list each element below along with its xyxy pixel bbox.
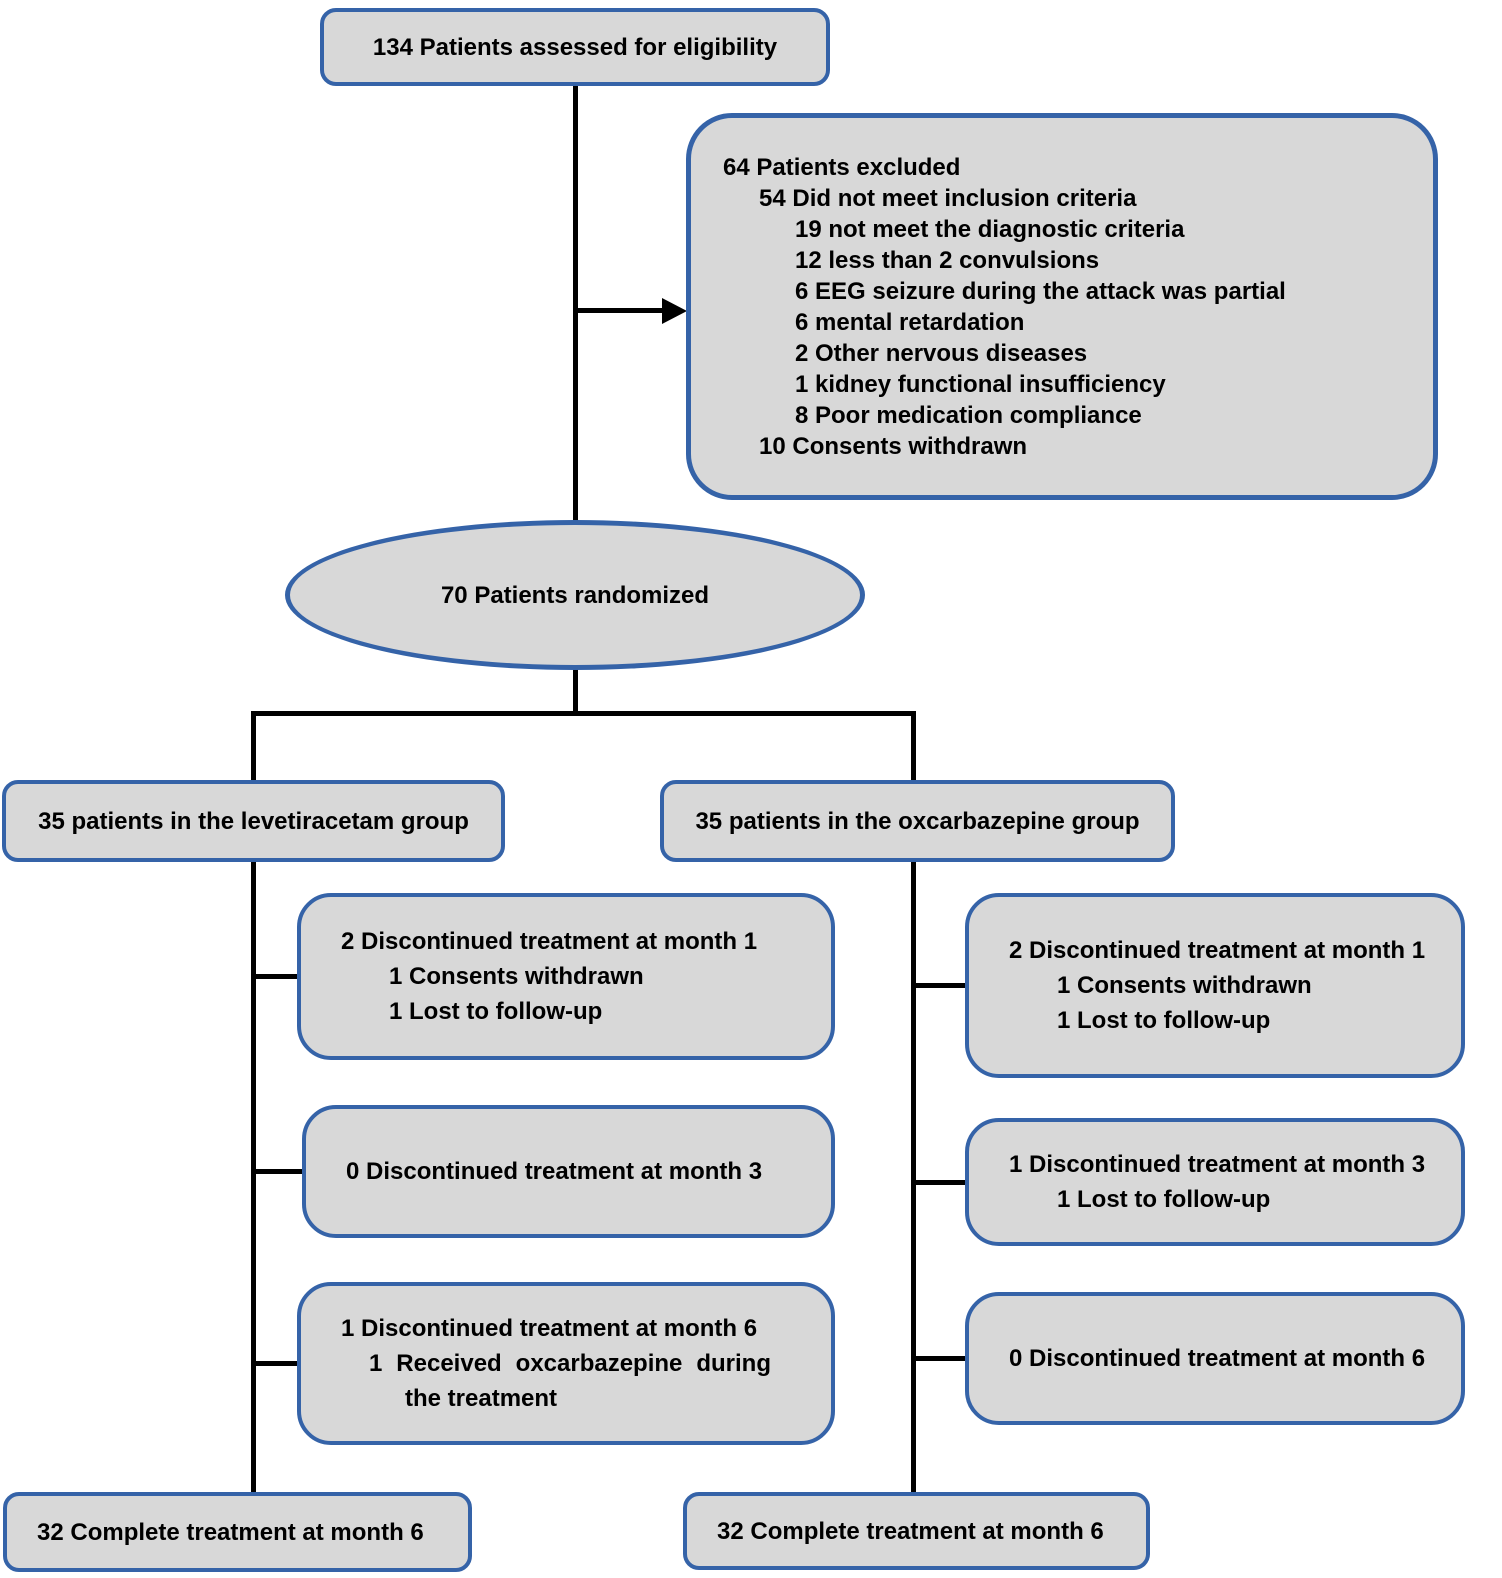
node-levetiracetam-group-label: 35 patients in the levetiracetam group [38, 807, 469, 835]
excluded-line: 64 Patients excluded [723, 153, 961, 181]
node-levetiracetam-month1: 2 Discontinued treatment at month 1 1 Co… [297, 893, 835, 1060]
discontinued-line: 1 Discontinued treatment at month 3 [1009, 1151, 1426, 1178]
discontinued-line: 0 Discontinued treatment at month 3 [346, 1158, 763, 1185]
connector-right-column [911, 860, 916, 1494]
node-randomized: 70 Patients randomized [285, 520, 865, 670]
node-oxcarbazepine-group-label: 35 patients in the oxcarbazepine group [695, 807, 1140, 835]
node-levetiracetam-complete-label: 32 Complete treatment at month 6 [37, 1518, 424, 1546]
node-levetiracetam-complete: 32 Complete treatment at month 6 [3, 1492, 472, 1572]
node-eligibility: 134 Patients assessed for eligibility [320, 8, 830, 86]
node-oxcarbazepine-month6: 0 Discontinued treatment at month 6 [965, 1292, 1465, 1425]
node-oxcarbazepine-month3: 1 Discontinued treatment at month 3 1 Lo… [965, 1118, 1465, 1246]
connector-branch-left-drop [251, 711, 256, 783]
discontinued-line: 1 Lost to follow-up [1057, 1007, 1271, 1034]
node-oxcarbazepine-complete-label: 32 Complete treatment at month 6 [717, 1517, 1104, 1545]
connector-right-month1-stub [913, 983, 969, 988]
connector-branch-right-drop [911, 711, 916, 783]
excluded-line: 19 not meet the diagnostic criteria [795, 215, 1185, 243]
discontinued-line: 2 Discontinued treatment at month 1 [1009, 937, 1426, 964]
connector-right-month3-stub [913, 1180, 969, 1185]
excluded-line: 10 Consents withdrawn [759, 432, 1028, 460]
excluded-line: 1 kidney functional insufficiency [795, 370, 1166, 398]
connector-left-month3-stub [253, 1169, 306, 1174]
excluded-line: 12 less than 2 convulsions [795, 246, 1100, 274]
discontinued-line: 1 Lost to follow-up [1057, 1186, 1271, 1213]
excluded-line: 54 Did not meet inclusion criteria [759, 184, 1137, 212]
excluded-line: 6 mental retardation [795, 308, 1025, 336]
connector-left-month1-stub [253, 974, 301, 979]
excluded-line: 6 EEG seizure during the attack was part… [795, 277, 1286, 305]
connector-left-column [251, 860, 256, 1494]
connector-randomized-to-branch [573, 668, 578, 714]
node-levetiracetam-month6: 1 Discontinued treatment at month 6 1 Re… [297, 1282, 835, 1445]
discontinued-line: 2 Discontinued treatment at month 1 [341, 928, 758, 955]
connector-to-excluded [575, 308, 665, 313]
arrowhead-excluded-icon [662, 298, 687, 324]
connector-right-month6-stub [913, 1356, 969, 1361]
node-eligibility-label: 134 Patients assessed for eligibility [372, 33, 778, 61]
node-randomized-label: 70 Patients randomized [440, 581, 710, 609]
discontinued-line: 1 Consents withdrawn [389, 963, 644, 990]
node-levetiracetam-group: 35 patients in the levetiracetam group [2, 780, 505, 862]
connector-left-month6-stub [253, 1361, 301, 1366]
connector-branch-horizontal [251, 711, 916, 716]
node-oxcarbazepine-complete: 32 Complete treatment at month 6 [683, 1492, 1150, 1570]
connector-eligibility-to-randomized [573, 85, 578, 522]
node-oxcarbazepine-month1: 2 Discontinued treatment at month 1 1 Co… [965, 893, 1465, 1078]
excluded-line: 2 Other nervous diseases [795, 339, 1088, 367]
discontinued-line: 0 Discontinued treatment at month 6 [1009, 1345, 1426, 1372]
excluded-line: 8 Poor medication compliance [795, 401, 1142, 429]
discontinued-line: 1 Discontinued treatment at month 6 [341, 1315, 758, 1342]
node-levetiracetam-month3: 0 Discontinued treatment at month 3 [302, 1105, 835, 1238]
node-excluded: 64 Patients excluded 54 Did not meet inc… [686, 113, 1438, 500]
discontinued-line: 1 Consents withdrawn [1057, 972, 1312, 999]
node-oxcarbazepine-group: 35 patients in the oxcarbazepine group [660, 780, 1175, 862]
discontinued-line: 1 Lost to follow-up [389, 998, 603, 1025]
discontinued-line: 1 Received oxcarbazepine during the trea… [369, 1350, 771, 1412]
